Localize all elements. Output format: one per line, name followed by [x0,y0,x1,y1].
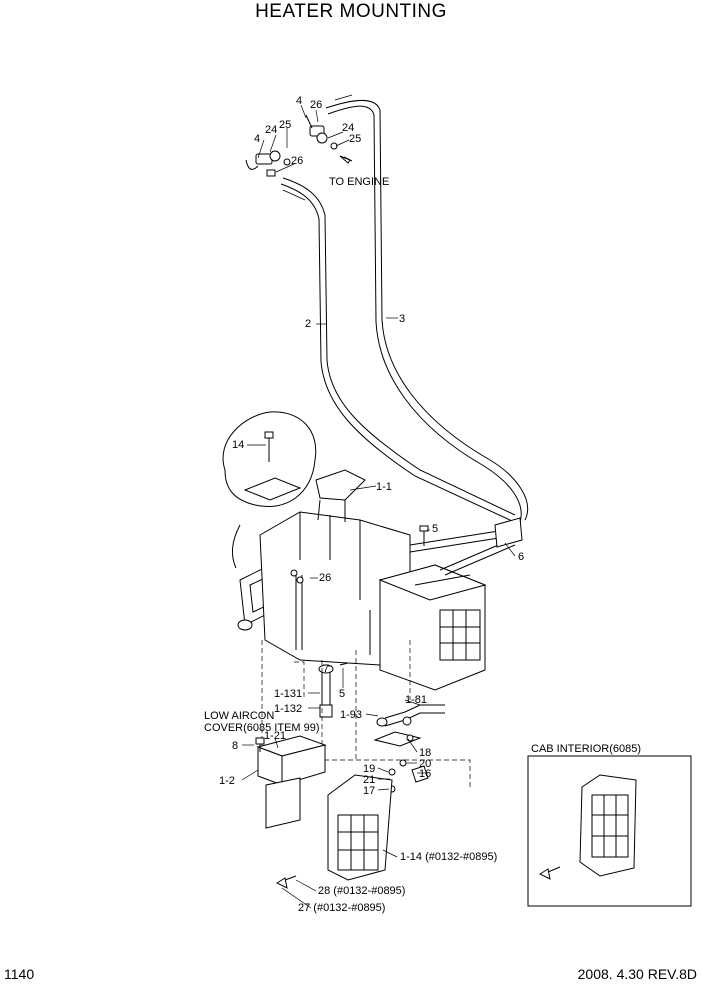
callout-1-1: 1-1 [376,481,392,493]
callout-24-left: 24 [265,124,277,136]
valve-4-lower [245,150,291,177]
callout-20: 20 [419,758,431,770]
to-engine-label: TO ENGINE [329,176,389,188]
bolt-5-upper [419,525,429,546]
callout-27: 27 (#0132-#0895) [298,902,385,914]
callout-26-lower: 26 [291,155,303,167]
page-number: 1140 [4,966,34,982]
clamp-6 [494,517,523,548]
callout-8: 8 [232,740,238,752]
hose-2 [280,177,516,522]
callout-1-131: 1-131 [274,688,302,700]
callout-1-132: 1-132 [274,703,302,715]
low-aircon-label-2: COVER(6085 ITEM 99) [204,722,320,734]
callout-1-2: 1-2 [219,775,235,787]
callout-1-81: 1-81 [405,694,427,706]
cab-interior-inset [527,755,692,907]
callout-6: 6 [518,551,524,563]
callout-16: 16 [419,768,431,780]
callout-4-lower: 4 [254,133,260,145]
callout-14: 14 [232,439,244,451]
valve-4-upper [305,114,338,150]
revision-date: 2008. 4.30 REV.8D [578,966,697,982]
callout-26-upper: 26 [310,99,322,111]
heater-unit [237,469,516,691]
cab-interior-label: CAB INTERIOR(6085) [531,743,641,755]
callout-1-21: 1-21 [264,730,286,742]
callout-2: 2 [305,318,311,330]
callout-3: 3 [399,313,405,325]
callout-19: 19 [363,763,375,775]
hose-3 [325,99,529,526]
callout-21: 21 [363,774,375,786]
callout-25-right: 25 [349,133,361,145]
control-panel [255,735,327,829]
callout-1-14: 1-14 (#0132-#0895) [400,851,497,863]
callout-26-heater: 26 [319,572,331,584]
callout-25-left: 25 [279,119,291,131]
callout-24-right: 24 [342,122,354,134]
callout-7: 7 [323,663,329,675]
fittings [373,704,445,793]
low-aircon-label-1: LOW AIRCON [204,710,274,722]
callout-5-upper: 5 [432,523,438,535]
drain-hose [294,661,349,718]
callout-18: 18 [419,747,431,759]
callout-4-upper: 4 [296,95,302,107]
detail-bubble-14 [222,411,317,569]
page-title: HEATER MOUNTING [255,1,447,22]
callout-17: 17 [363,785,375,797]
callout-1-93: 1-93 [340,709,362,721]
callout-5-lower: 5 [339,688,345,700]
cover-1-14 [275,774,393,889]
leader-lines [241,104,516,909]
callout-28: 28 (#0132-#0895) [318,885,405,897]
